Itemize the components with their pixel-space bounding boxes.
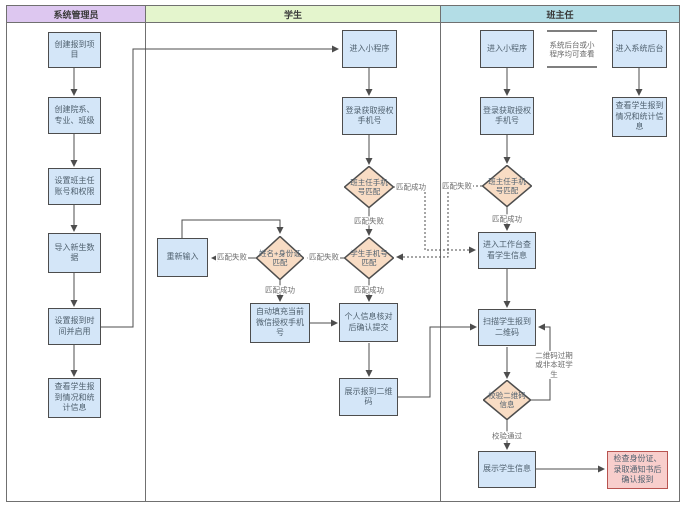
flow-node-autofill-phone: 自动填充当前微信授权手机号 <box>250 303 310 343</box>
diamond-shape <box>344 166 394 208</box>
edge-reenter-loop-sd3 <box>181 219 284 238</box>
decision-verify-qrcode: 校验二维码信息 <box>483 380 531 420</box>
edge-qrcode-to-scan <box>398 323 477 398</box>
flow-node-confirm-checkin: 检查身份证、录取通知书后确认报到 <box>607 451 668 489</box>
flow-node-teacher-enter-miniprogram: 进入小程序 <box>480 30 534 68</box>
flow-node-show-student-info: 展示学生信息 <box>478 451 536 488</box>
flow-node-teacher-login-phone: 登录获取授权手机号 <box>480 97 534 135</box>
flow-node-confirm-submit-info: 个人信息核对后确认提交 <box>339 303 398 342</box>
diamond-shape <box>256 236 304 280</box>
edge-label-match-fail-2: 匹配失败 <box>308 252 340 262</box>
edge-label-match-fail-1: 匹配失败 <box>353 216 385 226</box>
lane-header-teacher-label: 班主任 <box>546 9 574 20</box>
decision-label: 姓名+身份证匹配 <box>259 248 301 267</box>
flow-node-import-freshman-data: 导入新生数据 <box>48 233 101 273</box>
flow-node-workbench-view-students: 进入工作台查看学生信息 <box>478 232 536 269</box>
edge-label-match-success-2: 匹配成功 <box>264 285 296 295</box>
decision-label: 班主任手机号匹配 <box>488 176 526 195</box>
flow-node-admin-view-stats: 查看学生报到情况和统计信息 <box>48 378 101 418</box>
lane-header-student-label: 学生 <box>283 9 302 20</box>
flow-node-create-departments: 创建院系、专业、班级 <box>48 97 101 134</box>
edge-dotted-sd1-success-workbench <box>394 186 476 254</box>
edge-label-verify-pass: 校验通过 <box>491 431 523 441</box>
decision-name-id-match: 姓名+身份证匹配 <box>256 236 304 280</box>
lane-divider-1 <box>145 5 146 502</box>
lane-divider-2 <box>440 5 441 502</box>
flow-node-student-enter-miniprogram: 进入小程序 <box>342 30 397 68</box>
edge-set-time-to-student-miniprogram <box>101 45 339 328</box>
flow-node-set-teacher-accounts: 设置班主任账号和权限 <box>48 168 101 205</box>
edge-label-match-success-1: 匹配成功 <box>353 285 385 295</box>
diamond-shape <box>482 165 532 207</box>
flow-node-set-checkin-time: 设置报到时间并启用 <box>48 308 101 345</box>
flow-node-enter-backend: 进入系统后台 <box>612 30 667 68</box>
flow-node-create-checkin-project: 创建报到项目 <box>48 32 101 68</box>
diamond-shape <box>344 237 394 279</box>
decision-student-teacher-phone-match: 班主任手机号匹配 <box>344 166 394 208</box>
edge-dotted-td1-fail-sd2 <box>396 185 482 261</box>
flow-node-teacher-view-stats: 查看学生报到情况和统计信息 <box>612 97 667 137</box>
decision-label: 班主任手机号匹配 <box>350 177 388 196</box>
decision-label: 校验二维码信息 <box>488 390 526 409</box>
decision-label: 学生手机号匹配 <box>350 248 388 267</box>
edge-label-qr-expired: 二维码过期或非本班学生 <box>531 350 577 380</box>
annotation-view-note: 系统后台或小程序均可查看 <box>547 40 597 60</box>
lane-header-admin-label: 系统管理员 <box>53 9 99 20</box>
edge-label-match-success-3: 匹配成功 <box>491 214 523 224</box>
flow-node-scan-qrcode: 扫描学生报到二维码 <box>478 309 536 346</box>
flow-node-student-login-phone: 登录获取授权手机号 <box>342 97 397 135</box>
edge-label-match-fail-3: 匹配失败 <box>216 252 248 262</box>
flow-node-show-qrcode: 展示报到二维码 <box>339 378 398 416</box>
decision-teacher-phone-match: 班主任手机号匹配 <box>482 165 532 207</box>
diamond-shape <box>483 380 531 420</box>
edge-label-match-success-dotted: 匹配成功 <box>395 182 427 192</box>
lane-header-teacher: 班主任 <box>440 5 680 23</box>
edge-label-match-fail-dotted: 匹配失败 <box>441 181 473 191</box>
flow-node-reenter: 重新输入 <box>157 238 208 277</box>
decision-student-phone-match: 学生手机号匹配 <box>344 237 394 279</box>
